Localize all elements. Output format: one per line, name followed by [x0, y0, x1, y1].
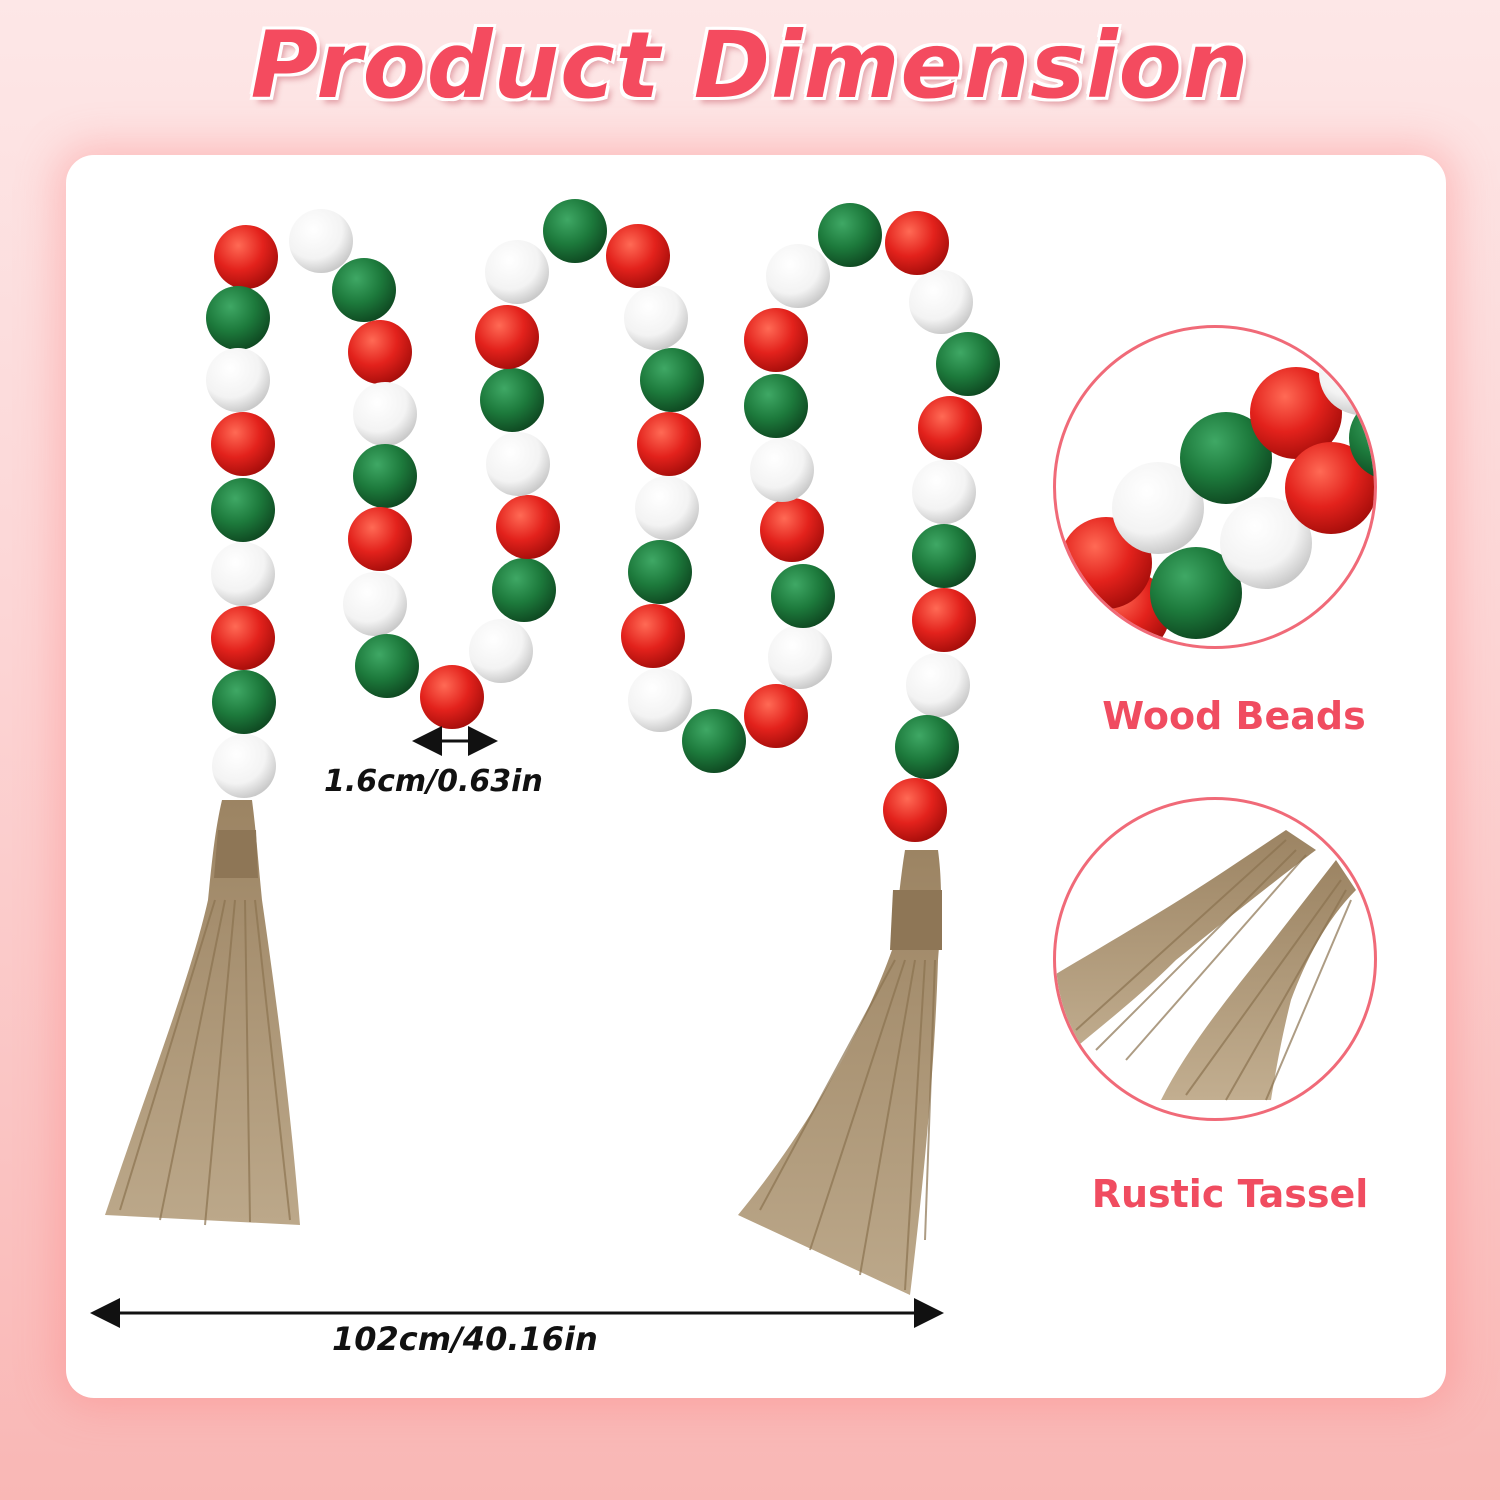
- bead-white: [766, 244, 830, 308]
- bead-red: [348, 320, 412, 384]
- bead-white: [906, 653, 970, 717]
- bead-white: [211, 542, 275, 606]
- bead-white: [750, 438, 814, 502]
- bead-green: [492, 558, 556, 622]
- bead-red: [606, 224, 670, 288]
- bead-green: [640, 348, 704, 412]
- right-tassel: [738, 850, 942, 1295]
- bead-green: [355, 634, 419, 698]
- left-tassel: [105, 800, 300, 1226]
- bead-green: [212, 670, 276, 734]
- bead-white: [628, 668, 692, 732]
- bead-white: [469, 619, 533, 683]
- bead-white: [206, 348, 270, 412]
- page-title: Product Dimension: [250, 12, 1250, 119]
- bead-green: [628, 540, 692, 604]
- total-length-label: 102cm/40.16in: [332, 1320, 598, 1358]
- bead-green: [543, 199, 607, 263]
- bead-white: [768, 625, 832, 689]
- bead-green: [206, 286, 270, 350]
- bead-red: [744, 308, 808, 372]
- bead-white: [486, 432, 550, 496]
- bead-green: [818, 203, 882, 267]
- bead-white: [353, 382, 417, 446]
- bead-red: [760, 498, 824, 562]
- bead-green: [895, 715, 959, 779]
- bead-white: [624, 286, 688, 350]
- bead-white: [289, 209, 353, 273]
- bead-red: [214, 225, 278, 289]
- bead-red: [420, 665, 484, 729]
- bead-red: [885, 211, 949, 275]
- wood-beads-closeup: [1053, 325, 1377, 649]
- bead-red: [912, 588, 976, 652]
- bead-diameter-label: 1.6cm/0.63in: [324, 764, 543, 799]
- bead-green: [211, 478, 275, 542]
- rustic-tassel-label: Rustic Tassel: [1091, 1172, 1369, 1216]
- bead-red: [211, 606, 275, 670]
- bead-red: [744, 684, 808, 748]
- bead-green: [912, 524, 976, 588]
- bead-red: [496, 495, 560, 559]
- bead-red: [621, 604, 685, 668]
- wood-beads-label: Wood Beads: [1102, 694, 1366, 738]
- bead-green: [332, 258, 396, 322]
- bead-white: [912, 460, 976, 524]
- rustic-tassel-closeup: [1053, 797, 1377, 1121]
- bead-red: [211, 412, 275, 476]
- bead-red: [475, 305, 539, 369]
- bead-strand: [206, 199, 1000, 842]
- bead-green: [353, 444, 417, 508]
- bead-red: [918, 396, 982, 460]
- bead-green: [682, 709, 746, 773]
- bead-green: [480, 368, 544, 432]
- bead-white: [485, 240, 549, 304]
- bead-green: [744, 374, 808, 438]
- bead-green: [771, 564, 835, 628]
- bead-white: [212, 734, 276, 798]
- bead-red: [637, 412, 701, 476]
- bead-green: [936, 332, 1000, 396]
- bead-white: [909, 270, 973, 334]
- bead-red: [883, 778, 947, 842]
- bead-red: [348, 507, 412, 571]
- bead-white: [635, 476, 699, 540]
- bead-white: [343, 572, 407, 636]
